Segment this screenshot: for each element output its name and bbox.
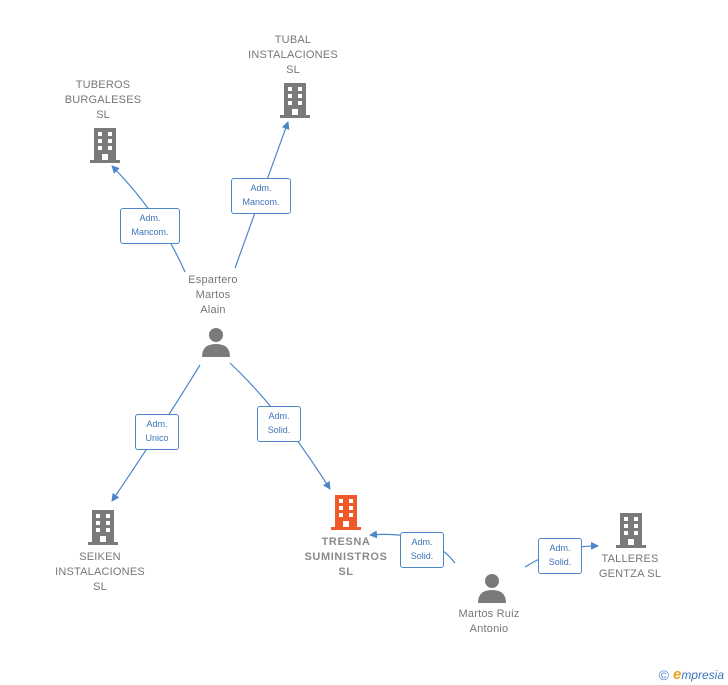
edge-label-espartero-tresna: Adm. Solid. — [257, 406, 301, 442]
brand-logo: empresia — [672, 666, 724, 683]
building-icon[interactable] — [280, 83, 310, 119]
node-label-espartero: Espartero Martos Alain — [188, 274, 238, 316]
building-icon[interactable] — [90, 128, 120, 164]
edge-label-espartero-seiken: Adm. Unico — [135, 414, 179, 450]
node-label-tresna: TRESNA SUMINISTROS SL — [304, 536, 388, 578]
node-label-tubal: TUBAL INSTALACIONES SL — [248, 34, 338, 76]
edge-label-espartero-tuberos: Adm. Mancom. — [120, 208, 180, 244]
node-label-talleres: TALLERES GENTZA SL — [598, 553, 662, 580]
copyright-icon: © — [658, 666, 669, 683]
building-icon[interactable] — [616, 513, 646, 549]
node-label-martos-ruiz: Martos Ruiz Antonio — [458, 608, 520, 635]
person-icon[interactable] — [201, 327, 231, 357]
person-icon[interactable] — [477, 573, 507, 603]
edge-label-martos-tresna: Adm. Solid. — [400, 532, 444, 568]
edge-label-martos-talleres: Adm. Solid. — [538, 538, 582, 574]
node-label-tuberos: TUBEROS BURGALESES SL — [64, 79, 142, 121]
node-label-seiken: SEIKEN INSTALACIONES SL — [55, 551, 145, 593]
building-icon-focus[interactable] — [331, 495, 361, 531]
footer-brand: © empresia — [659, 666, 724, 683]
edge-label-espartero-tubal: Adm. Mancom. — [231, 178, 291, 214]
building-icon[interactable] — [88, 510, 118, 546]
